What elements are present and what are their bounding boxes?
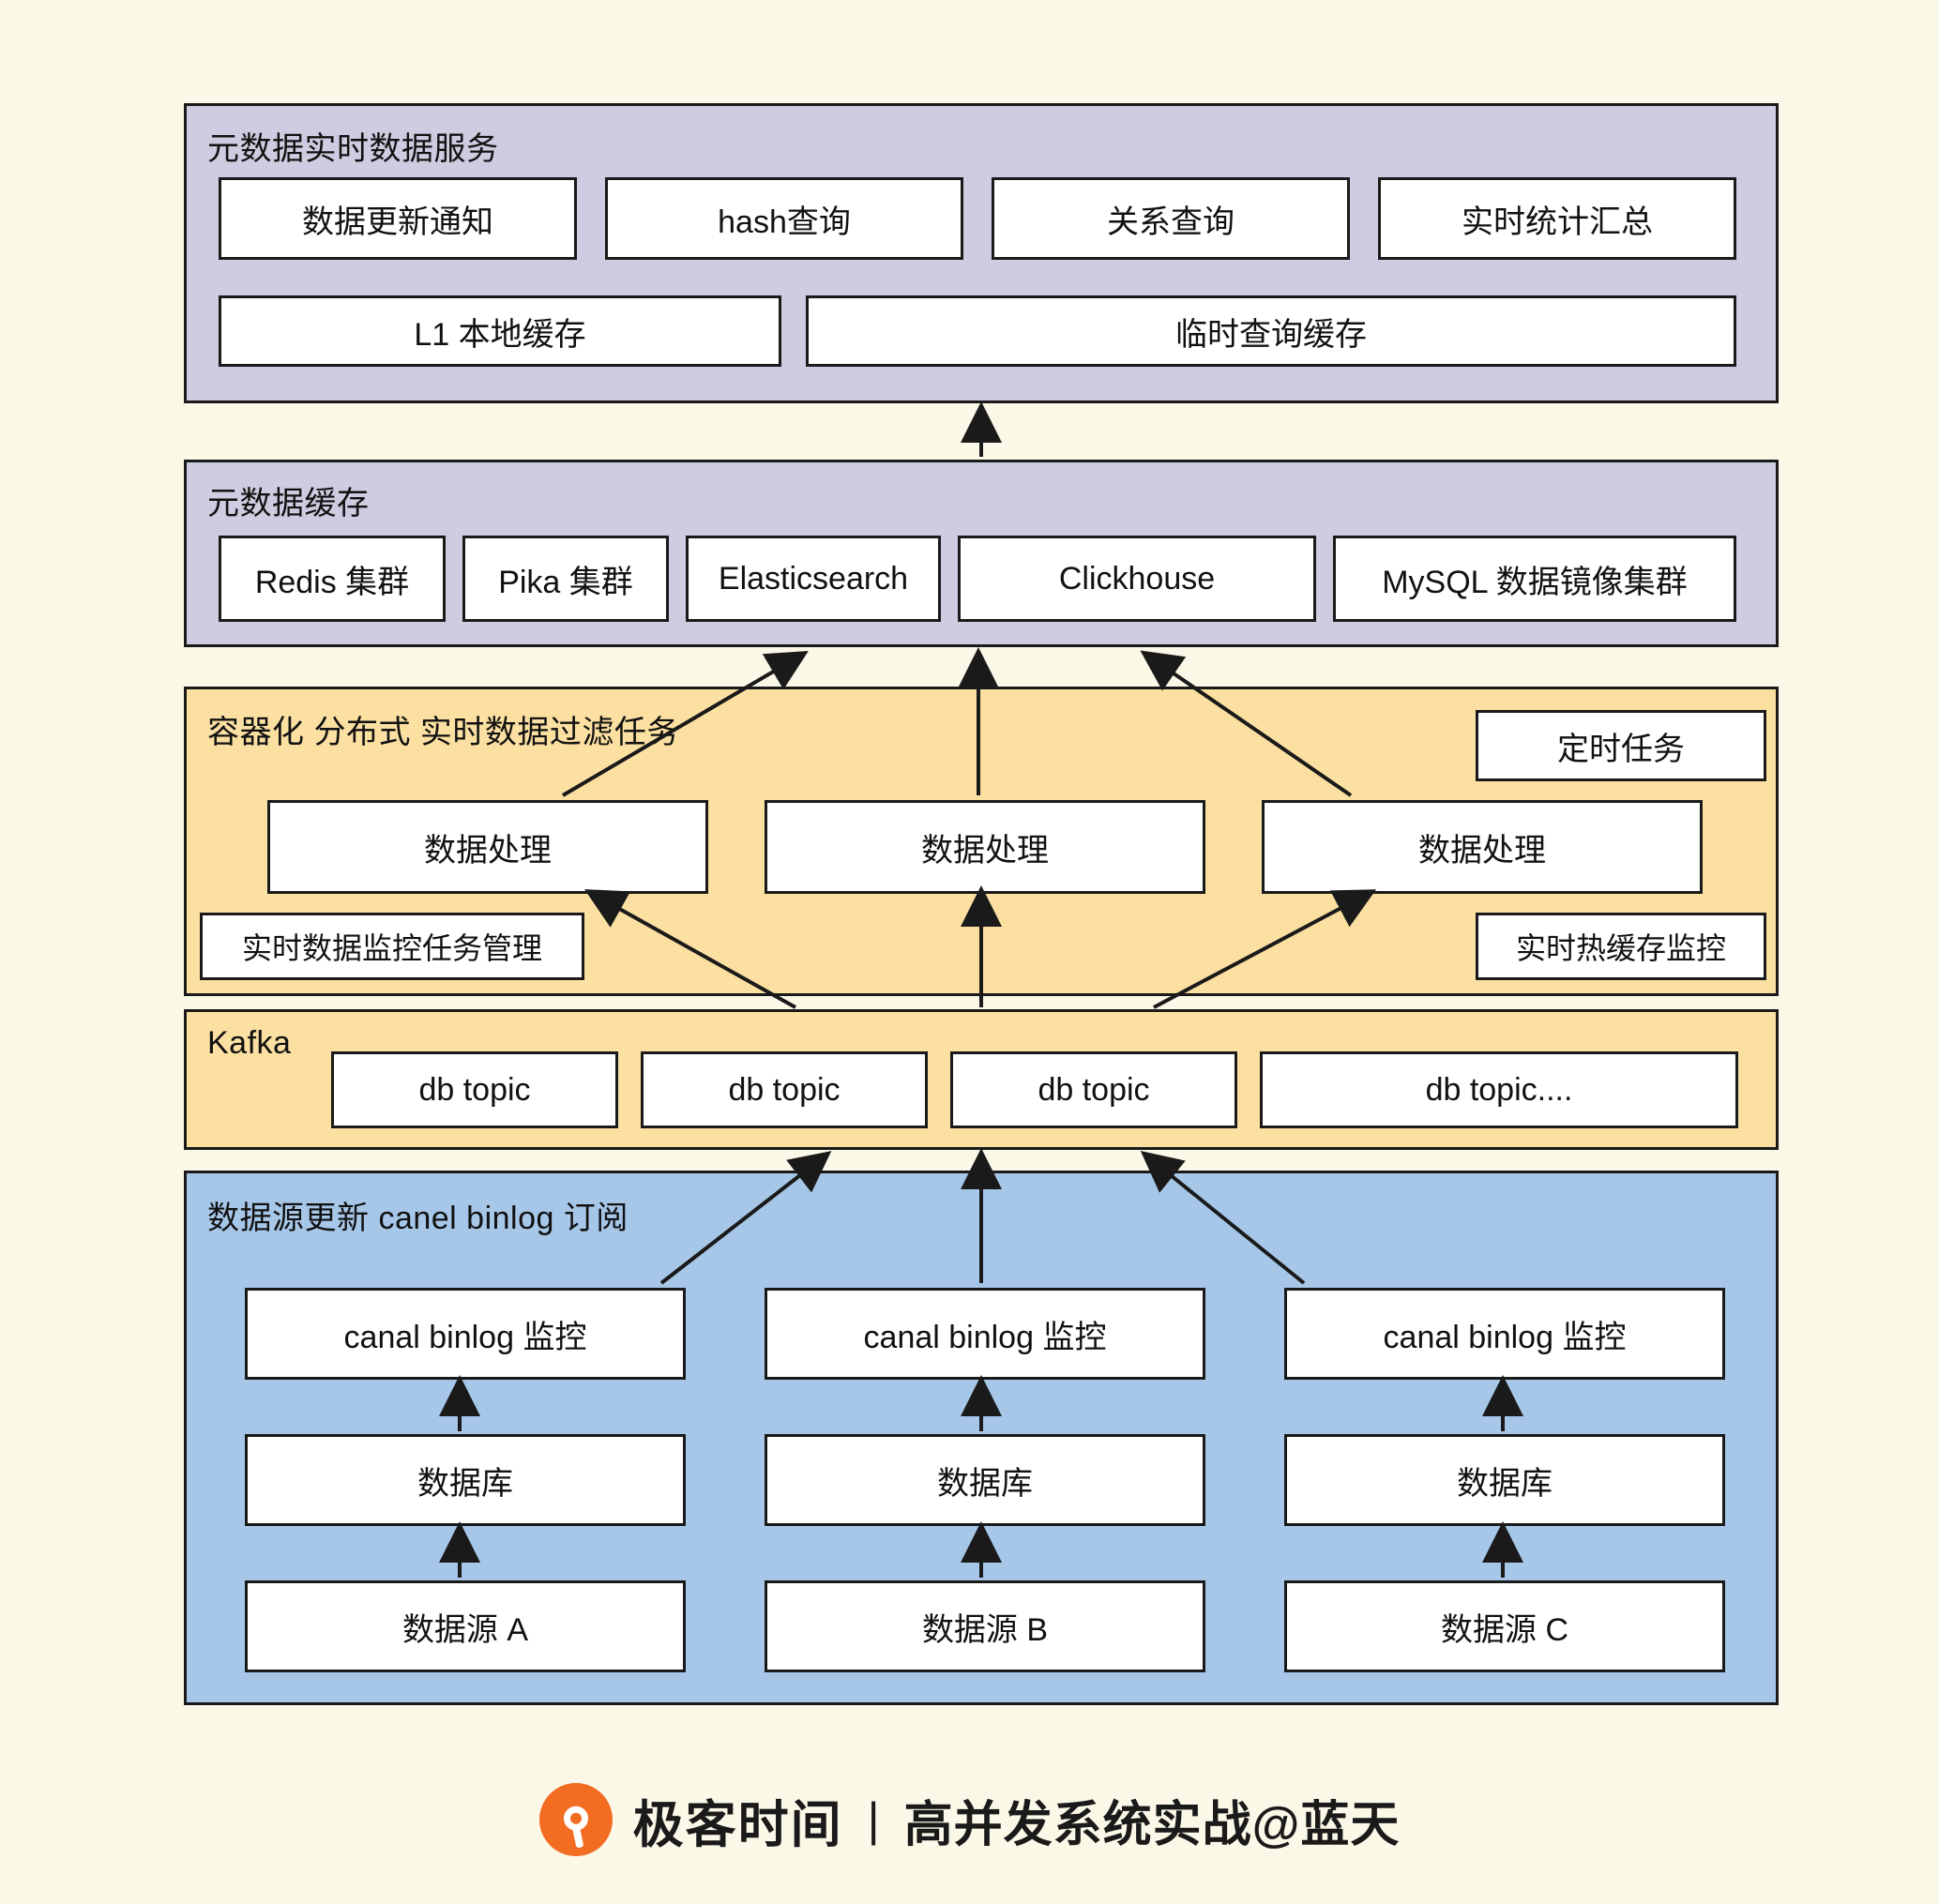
layer-title-metadata-realtime-service: 元数据实时数据服务 [207,131,499,167]
node-database-2[interactable]: 数据库 [765,1434,1205,1526]
layer-title-containerized-filter-task: 容器化 分布式 实时数据过滤任务 [207,715,679,750]
node-clickhouse[interactable]: Clickhouse [958,536,1316,622]
node-db-topic-3[interactable]: db topic [950,1051,1237,1128]
node-l1-local-cache[interactable]: L1 本地缓存 [219,295,781,367]
node-data-processing-2[interactable]: 数据处理 [765,800,1205,894]
node-data-processing-1[interactable]: 数据处理 [267,800,708,894]
node-pika-cluster[interactable]: Pika 集群 [462,536,669,622]
layer-title-metadata-cache: 元数据缓存 [207,486,370,521]
geekbang-logo-icon [538,1783,613,1856]
node-relation-query[interactable]: 关系查询 [992,177,1350,260]
node-database-3[interactable]: 数据库 [1284,1434,1725,1526]
brand-name: 极客时间 [632,1796,843,1853]
node-canal-binlog-monitor-1[interactable]: canal binlog 监控 [245,1288,686,1380]
course-name: 高并发系统实战@蓝天 [903,1797,1401,1852]
layer-title-datasource-canal-binlog: 数据源更新 canel binlog 订阅 [207,1201,629,1236]
layer-title-kafka: Kafka [207,1025,292,1061]
footer-branding: 极客时间 | 高并发系统实战@蓝天 [0,1763,1939,1876]
node-datasource-a[interactable]: 数据源 A [245,1580,686,1672]
layer-datasource-canal-binlog: 数据源更新 canel binlog 订阅 canal binlog 监控 ca… [184,1171,1779,1705]
node-datasource-b[interactable]: 数据源 B [765,1580,1205,1672]
node-canal-binlog-monitor-3[interactable]: canal binlog 监控 [1284,1288,1725,1380]
layer-kafka: Kafka db topic db topic db topic db topi… [184,1009,1779,1150]
node-mysql-mirror-cluster[interactable]: MySQL 数据镜像集群 [1333,536,1736,622]
node-database-1[interactable]: 数据库 [245,1434,686,1526]
node-data-update-notify[interactable]: 数据更新通知 [219,177,577,260]
node-hash-query[interactable]: hash查询 [605,177,963,260]
node-realtime-hot-cache-monitor[interactable]: 实时热缓存监控 [1476,913,1766,980]
layer-metadata-realtime-service: 元数据实时数据服务 数据更新通知 hash查询 关系查询 实时统计汇总 L1 本… [184,103,1779,403]
node-realtime-stat-summary[interactable]: 实时统计汇总 [1378,177,1736,260]
node-realtime-data-monitor-task-mgmt[interactable]: 实时数据监控任务管理 [200,913,584,980]
node-datasource-c[interactable]: 数据源 C [1284,1580,1725,1672]
node-data-processing-3[interactable]: 数据处理 [1262,800,1703,894]
layer-containerized-filter-task: 容器化 分布式 实时数据过滤任务 定时任务 数据处理 数据处理 数据处理 实时数… [184,687,1779,996]
layer-metadata-cache: 元数据缓存 Redis 集群 Pika 集群 Elasticsearch Cli… [184,460,1779,647]
node-db-topic-2[interactable]: db topic [641,1051,928,1128]
node-redis-cluster[interactable]: Redis 集群 [219,536,446,622]
node-db-topic-1[interactable]: db topic [331,1051,618,1128]
node-scheduled-task[interactable]: 定时任务 [1476,710,1766,781]
node-db-topic-more[interactable]: db topic.... [1260,1051,1738,1128]
node-temp-query-cache[interactable]: 临时查询缓存 [806,295,1736,367]
node-elasticsearch[interactable]: Elasticsearch [686,536,941,622]
brand-divider: | [867,1793,880,1846]
node-canal-binlog-monitor-2[interactable]: canal binlog 监控 [765,1288,1205,1380]
